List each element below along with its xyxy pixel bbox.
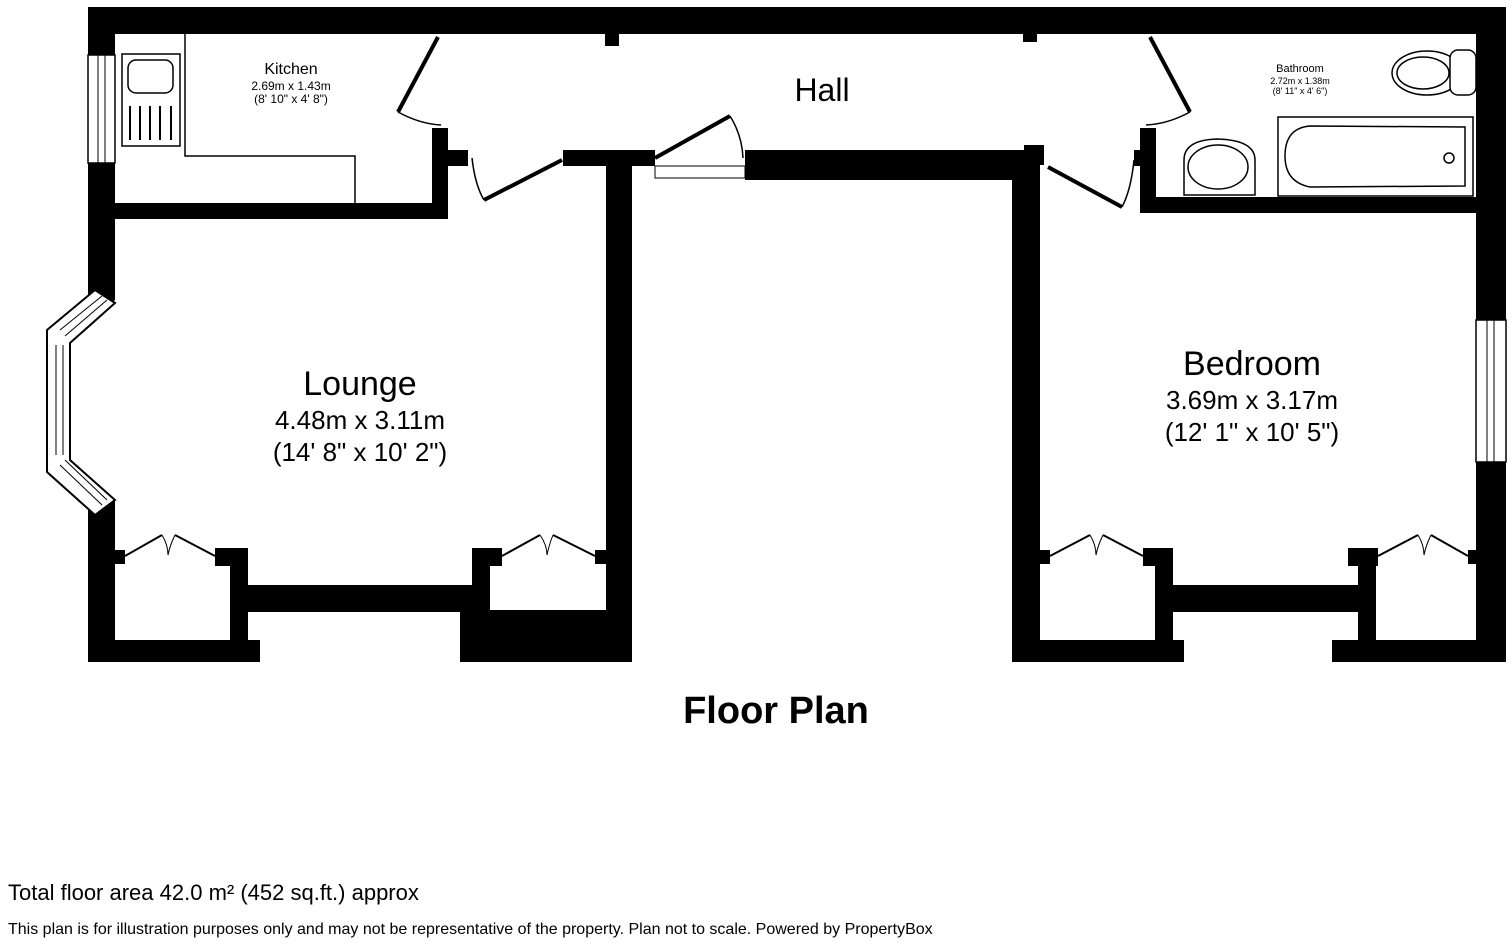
room-name: Hall bbox=[794, 72, 850, 108]
room-dimensions-imperial: (12' 1" x 10' 5") bbox=[1164, 417, 1340, 447]
room-label-hall: Hall bbox=[742, 72, 902, 109]
room-label-lounge: Lounge 4.48m x 3.11m (14' 8" x 10' 2") bbox=[240, 364, 480, 468]
room-dimensions-imperial: (14' 8" x 10' 2") bbox=[272, 437, 448, 467]
room-dimensions-metric: 4.48m x 3.11m bbox=[274, 405, 446, 435]
room-dimensions-metric: 2.72m x 1.38m bbox=[1270, 76, 1330, 86]
total-floor-area: Total floor area 42.0 m² (452 sq.ft.) ap… bbox=[8, 880, 419, 905]
room-name: Bedroom bbox=[1183, 345, 1321, 383]
fixtures bbox=[46, 34, 1507, 557]
room-label-bathroom: Bathroom 2.72m x 1.38m (8' 11" x 4' 6") bbox=[1250, 62, 1350, 96]
room-dimensions-imperial: (8' 11" x 4' 6") bbox=[1272, 86, 1328, 96]
plan-title: Floor Plan bbox=[683, 690, 869, 732]
room-label-kitchen: Kitchen 2.69m x 1.43m (8' 10" x 4' 8") bbox=[216, 60, 366, 106]
room-dimensions-imperial: (8' 10" x 4' 8") bbox=[254, 92, 328, 106]
room-dimensions-metric: 2.69m x 1.43m bbox=[251, 79, 331, 93]
room-name: Bathroom bbox=[1276, 63, 1324, 75]
room-label-bedroom: Bedroom 3.69m x 3.17m (12' 1" x 10' 5") bbox=[1132, 344, 1372, 448]
room-dimensions-metric: 3.69m x 3.17m bbox=[1166, 385, 1338, 415]
disclaimer: This plan is for illustration purposes o… bbox=[8, 921, 933, 938]
room-name: Kitchen bbox=[264, 61, 318, 78]
room-name: Lounge bbox=[303, 365, 417, 403]
